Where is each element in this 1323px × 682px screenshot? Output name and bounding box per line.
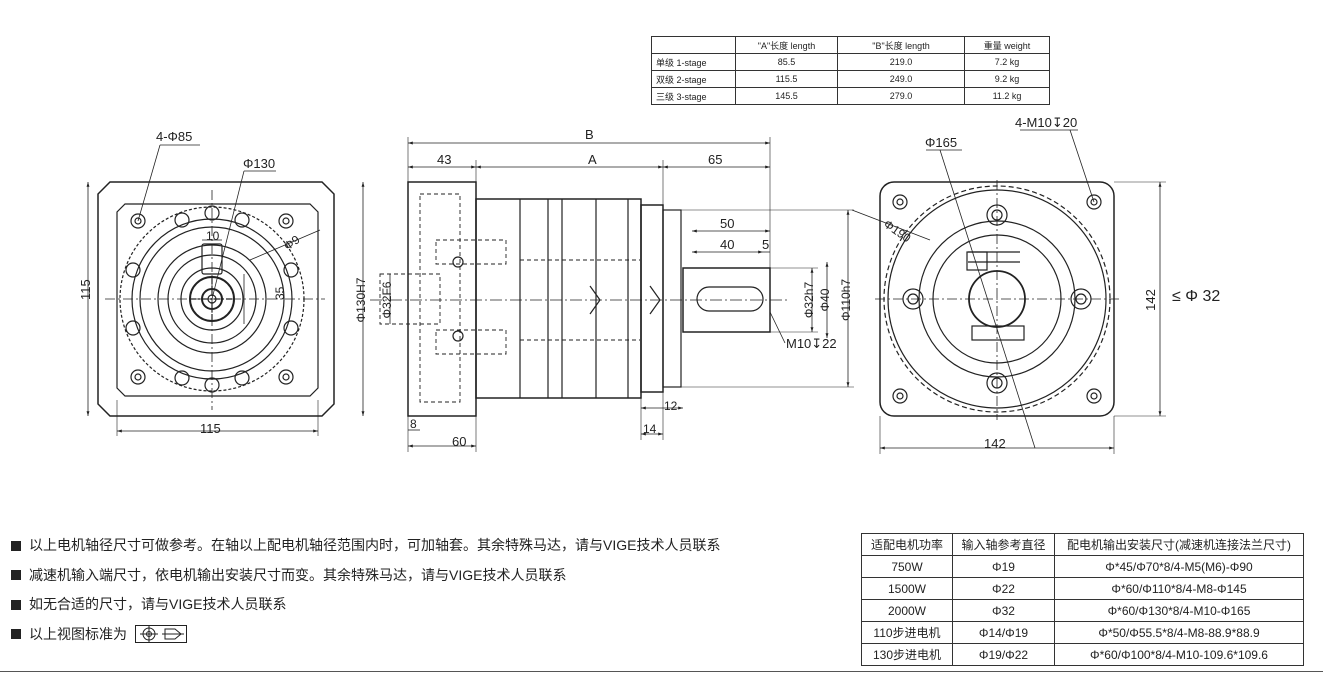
right-holes-label: 4-M10↧20 — [1015, 115, 1077, 130]
side-thread-label: M10↧22 — [786, 336, 837, 351]
table-cell: 145.5 — [735, 87, 838, 105]
table-cell: Φ*60/Φ110*8/4-M8-Φ145 — [1054, 577, 1304, 600]
note-text: 如无合适的尺寸，请与VIGE技术人员联系 — [29, 596, 287, 612]
bullet-square-icon — [11, 570, 21, 581]
table-cell: Φ*45/Φ70*8/4-M5(M6)-Φ90 — [1054, 555, 1304, 578]
left-bottom-label: 115 — [200, 421, 221, 436]
table-cell: Φ*50/Φ55.5*8/4-M8-88.9*88.9 — [1054, 621, 1304, 644]
table-cell: 单级 1-stage — [651, 53, 736, 71]
table-cell: 1500W — [861, 577, 953, 600]
table-header: 输入轴参考直径 — [952, 533, 1055, 556]
table-cell: 7.2 kg — [964, 53, 1050, 71]
right-le32-label: ≤ Φ 32 — [1172, 288, 1220, 305]
table-cell: Φ*60/Φ100*8/4-M10-109.6*109.6 — [1054, 643, 1304, 666]
table-header-row: "A"长度 length "B"长度 length 重量 weight — [651, 36, 1050, 54]
projection-symbol-icon — [135, 625, 187, 644]
table-header: "A"长度 length — [735, 36, 838, 54]
side-8-label: 8 — [410, 417, 417, 431]
table-header — [651, 36, 736, 54]
note-text: 以上电机轴径尺寸可做参考。在轴以上配电机轴径范围内时，可加轴套。其余特殊马达，请… — [29, 537, 721, 553]
right-w142-label: 142 — [984, 436, 1006, 451]
table-cell: 750W — [861, 555, 953, 578]
side-view — [361, 137, 854, 452]
table-cell: 110步进电机 — [861, 621, 953, 644]
note-text: 减速机输入端尺寸，依电机输出安装尺寸而变。其余特殊马达，请与VIGE技术人员联系 — [29, 566, 567, 583]
side-14-label: 14 — [643, 422, 657, 436]
table-row: 双级 2-stage 115.5 249.0 9.2 kg — [651, 70, 1050, 88]
table-row: 110步进电机 Φ14/Φ19 Φ*50/Φ55.5*8/4-M8-88.9*8… — [861, 621, 1304, 644]
table-header: 适配电机功率 — [861, 533, 953, 556]
side-43-label: 43 — [437, 152, 451, 167]
left-w10-label: 10 — [206, 229, 220, 243]
table-cell: 11.2 kg — [964, 87, 1050, 105]
side-phi110h7-label: Φ110h7 — [839, 279, 853, 321]
left-h35-label: 35 — [273, 286, 287, 300]
note-item: 如无合适的尺寸，请与VIGE技术人员联系 — [11, 590, 720, 620]
side-50-label: 50 — [720, 216, 734, 231]
stage-spec-table: "A"长度 length "B"长度 length 重量 weight 单级 1… — [651, 36, 1050, 105]
right-phi190-label: Φ190 — [881, 217, 914, 246]
side-A-label: A — [588, 152, 597, 167]
table-cell: 219.0 — [837, 53, 965, 71]
notes-list: 以上电机轴径尺寸可做参考。在轴以上配电机轴径范围内时，可加轴套。其余特殊马达，请… — [11, 531, 720, 649]
bullet-square-icon — [11, 599, 21, 610]
table-row: 2000W Φ32 Φ*60/Φ130*8/4-M10-Φ165 — [861, 599, 1304, 622]
left-d9-label: Φ9 — [281, 232, 303, 253]
table-cell: Φ19/Φ22 — [952, 643, 1055, 666]
side-phi32f6-label: Φ32F6 — [380, 281, 394, 318]
note-item: 以上电机轴径尺寸可做参考。在轴以上配电机轴径范围内时，可加轴套。其余特殊马达，请… — [11, 531, 720, 561]
table-cell: Φ14/Φ19 — [952, 621, 1055, 644]
note-item: 减速机输入端尺寸，依电机输出安装尺寸而变。其余特殊马达，请与VIGE技术人员联系 — [11, 561, 720, 591]
side-5-label: 5 — [762, 237, 769, 252]
motor-adapter-table: 适配电机功率 输入轴参考直径 配电机输出安装尺寸(减速机连接法兰尺寸) 750W… — [861, 533, 1304, 666]
table-header: "B"长度 length — [837, 36, 965, 54]
bullet-square-icon — [11, 540, 21, 551]
table-header-row: 适配电机功率 输入轴参考直径 配电机输出安装尺寸(减速机连接法兰尺寸) — [861, 533, 1304, 556]
table-cell: 130步进电机 — [861, 643, 953, 666]
table-row: 单级 1-stage 85.5 219.0 7.2 kg — [651, 53, 1050, 71]
technical-drawing: 4-Φ85 Φ130 Φ9 10 35 115 115 — [78, 115, 1220, 454]
table-row: 130步进电机 Φ19/Φ22 Φ*60/Φ100*8/4-M10-109.6*… — [861, 643, 1304, 666]
left-holes-label: 4-Φ85 — [156, 129, 192, 144]
right-h142-label: 142 — [1143, 289, 1158, 311]
table-cell: 115.5 — [735, 70, 838, 88]
bottom-divider — [0, 671, 1323, 672]
right-view — [851, 129, 1166, 454]
table-row: 1500W Φ22 Φ*60/Φ110*8/4-M8-Φ145 — [861, 577, 1304, 600]
table-cell: Φ19 — [952, 555, 1055, 578]
bullet-square-icon — [11, 629, 21, 640]
table-header: 配电机输出安装尺寸(减速机连接法兰尺寸) — [1054, 533, 1304, 556]
table-cell: 85.5 — [735, 53, 838, 71]
table-cell: Φ22 — [952, 577, 1055, 600]
side-40-label: 40 — [720, 237, 734, 252]
table-row: 三级 3-stage 145.5 279.0 11.2 kg — [651, 87, 1050, 105]
side-60-label: 60 — [452, 434, 466, 449]
table-cell: Φ32 — [952, 599, 1055, 622]
side-12-label: 12 — [664, 399, 678, 413]
left-view — [86, 144, 335, 436]
table-cell: 249.0 — [837, 70, 965, 88]
side-phi130h7-label: Φ130H7 — [354, 277, 368, 322]
table-cell: 2000W — [861, 599, 953, 622]
right-phi165-label: Φ165 — [925, 135, 957, 150]
table-cell: 三级 3-stage — [651, 87, 736, 105]
table-cell: Φ*60/Φ130*8/4-M10-Φ165 — [1054, 599, 1304, 622]
side-phi40-label: Φ40 — [818, 288, 832, 311]
side-phi32h7-label: Φ32h7 — [802, 282, 816, 319]
table-row: 750W Φ19 Φ*45/Φ70*8/4-M5(M6)-Φ90 — [861, 555, 1304, 578]
table-header: 重量 weight — [964, 36, 1050, 54]
table-cell: 双级 2-stage — [651, 70, 736, 88]
note-item: 以上视图标准为 — [11, 620, 720, 650]
left-pcd-label: Φ130 — [243, 156, 275, 171]
side-B-label: B — [585, 127, 594, 142]
side-65-label: 65 — [708, 152, 722, 167]
note-text: 以上视图标准为 — [29, 625, 127, 642]
left-side-label: 115 — [78, 279, 93, 300]
table-cell: 279.0 — [837, 87, 965, 105]
table-cell: 9.2 kg — [964, 70, 1050, 88]
